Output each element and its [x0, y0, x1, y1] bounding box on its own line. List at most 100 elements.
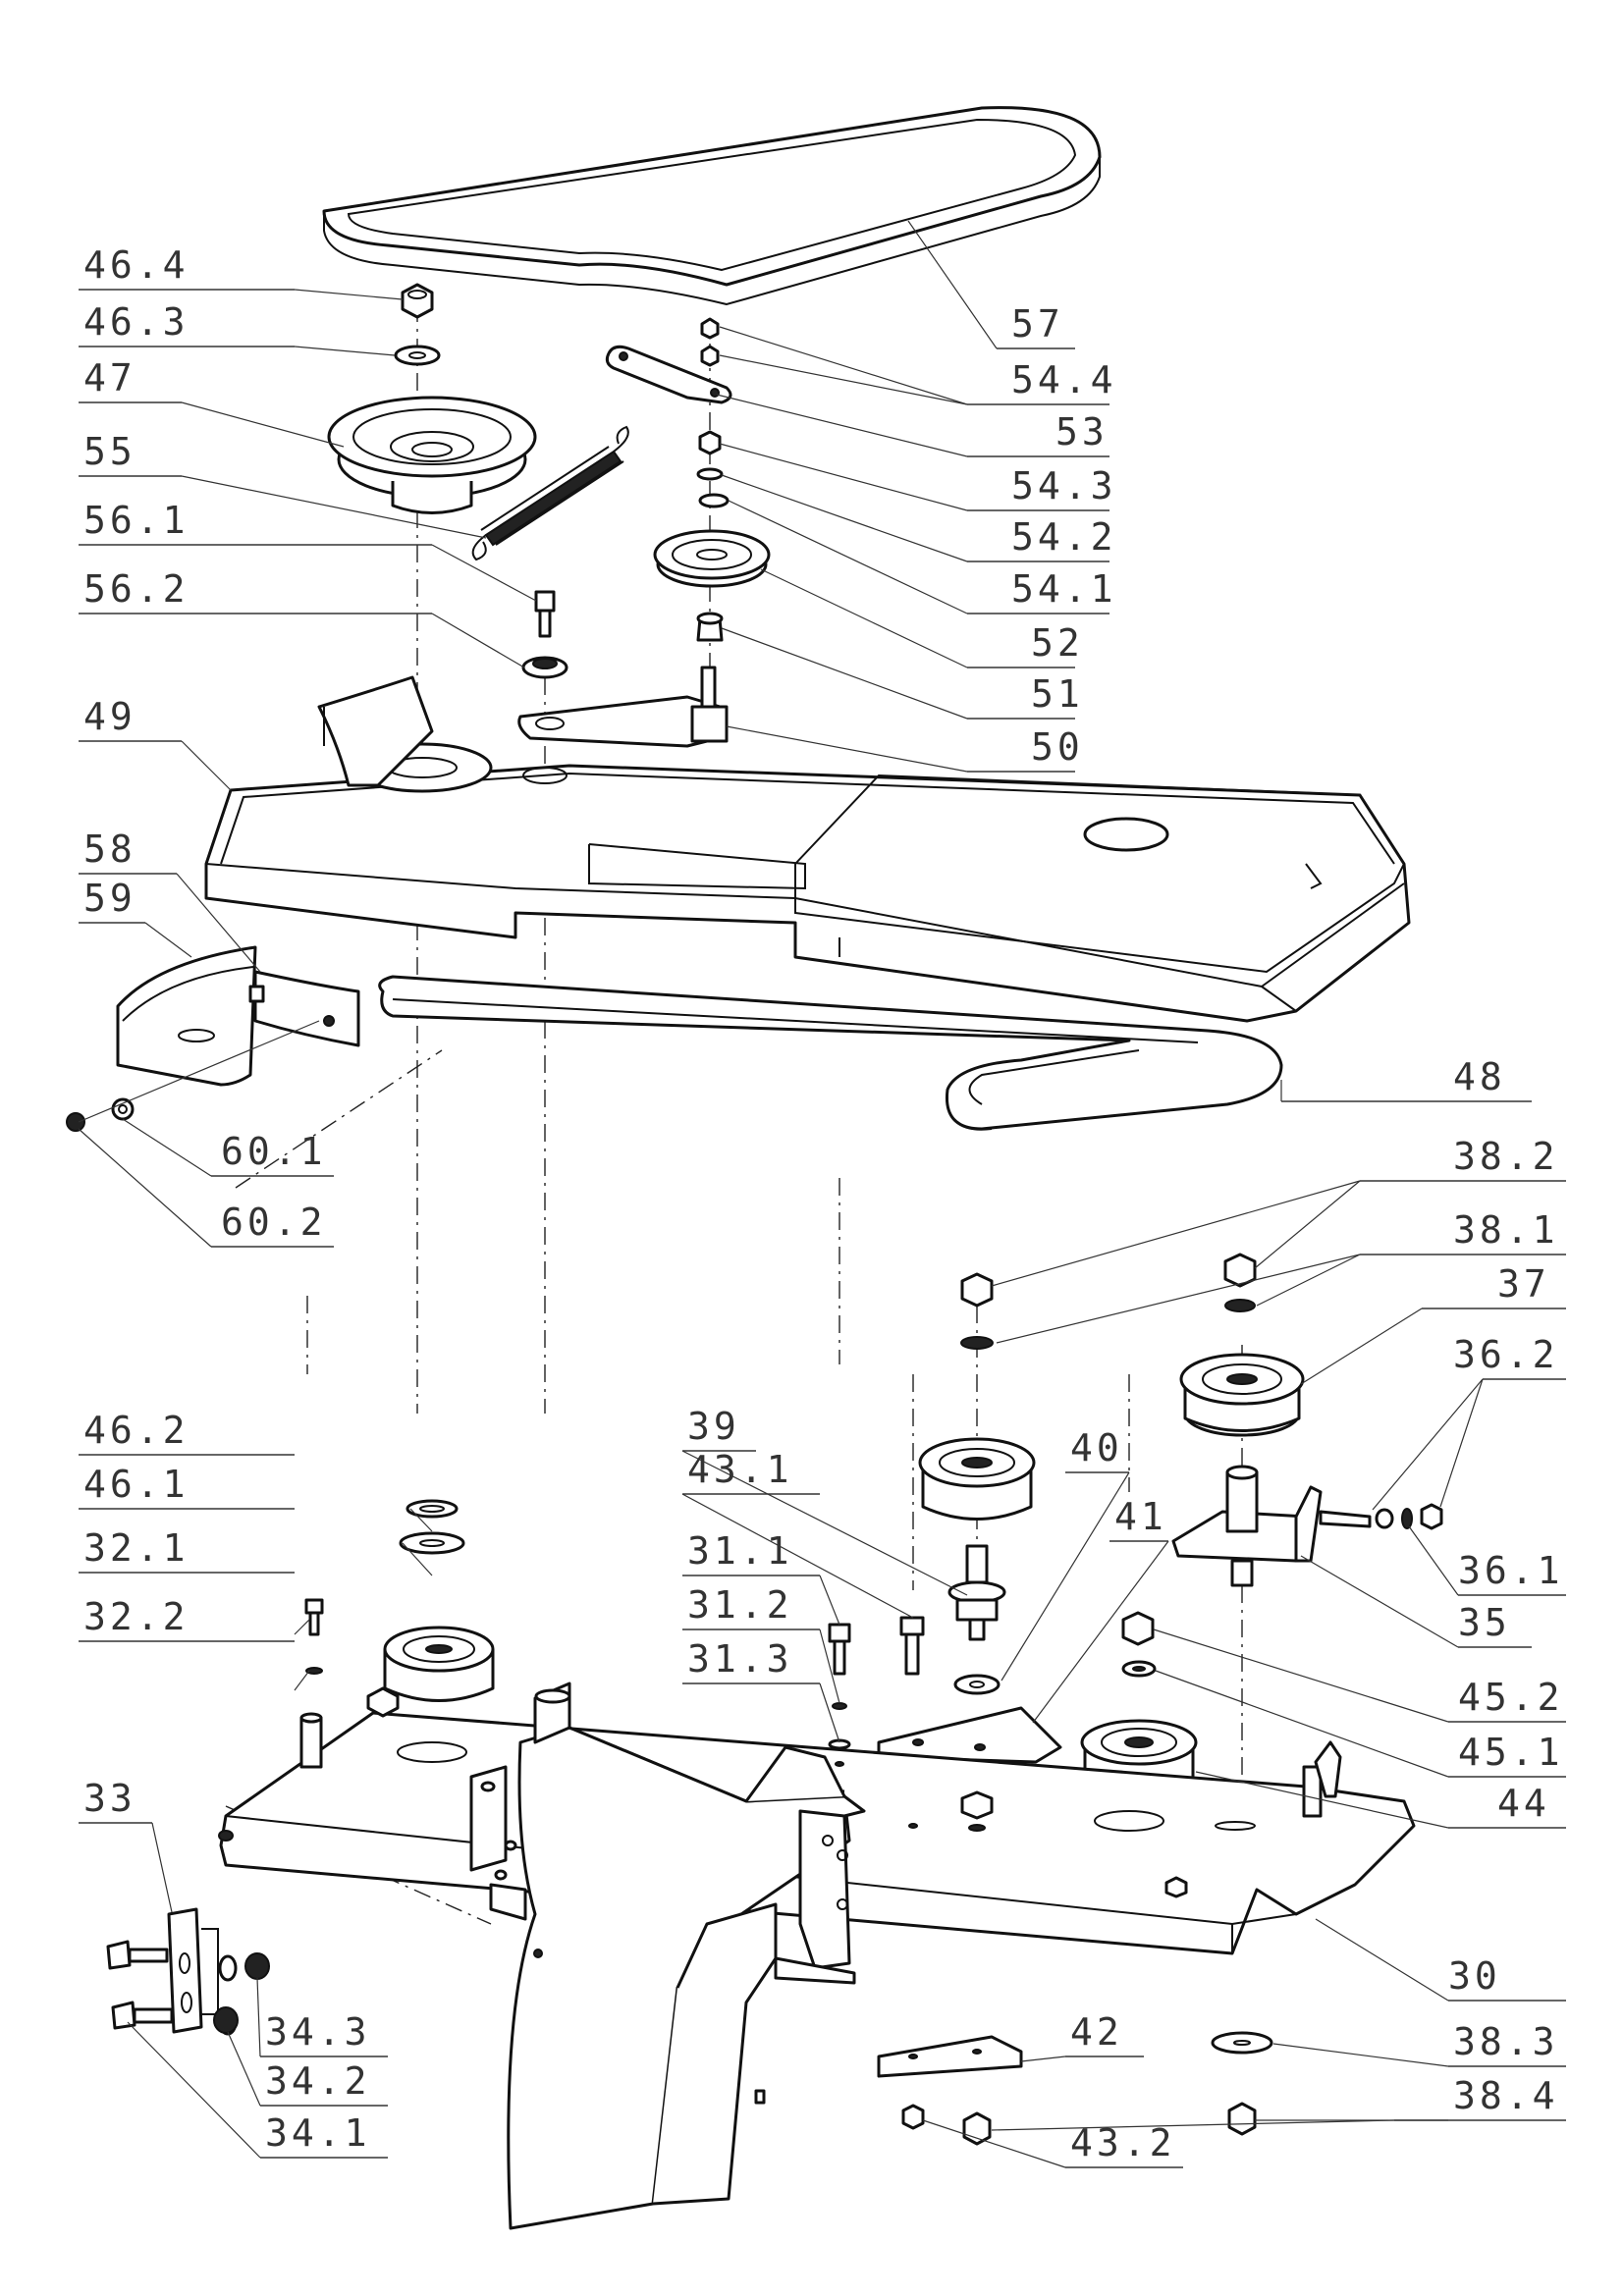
label-32-1: 32.1 [79, 1526, 295, 1574]
label-43-1: 43.1 [682, 1448, 820, 1495]
part-32-1-bolt [304, 1598, 324, 1636]
part-56-1-bolt [534, 590, 556, 638]
part-middle-pulley [918, 1437, 1036, 1521]
label-55-text: 55 [83, 430, 136, 473]
label-54-1: 54.1 [967, 567, 1113, 614]
label-36-1-text: 36.1 [1458, 1549, 1564, 1592]
label-48: 48 [1281, 1055, 1532, 1102]
label-46-2: 46.2 [79, 1409, 295, 1456]
label-54-4-text: 54.4 [1011, 358, 1117, 401]
part-35-bracket [1171, 1465, 1372, 1587]
label-56-2: 56.2 [79, 567, 432, 614]
label-46-3-text: 46.3 [83, 300, 189, 344]
label-32-1-text: 32.1 [83, 1526, 189, 1570]
label-52: 52 [967, 621, 1084, 668]
part-40-washer [953, 1674, 1001, 1695]
part-47-pulley [327, 396, 537, 514]
label-38-1-text: 38.1 [1453, 1208, 1559, 1252]
label-38-4: 38.4 [1394, 2074, 1566, 2121]
label-37-text: 37 [1497, 1262, 1550, 1306]
part-33-bracket [167, 1907, 219, 2034]
label-50-text: 50 [1031, 725, 1084, 769]
label-55: 55 [79, 430, 182, 477]
label-51: 51 [967, 672, 1084, 720]
part-55-spring [471, 425, 629, 561]
label-32-2-text: 32.2 [83, 1595, 189, 1638]
label-50: 50 [967, 725, 1084, 773]
label-52-text: 52 [1031, 621, 1084, 665]
label-59-text: 59 [83, 877, 136, 920]
label-58-text: 58 [83, 828, 136, 871]
label-34-3: 34.3 [260, 2010, 388, 2057]
part-54-1-washer [698, 493, 730, 508]
label-31-3-text: 31.3 [687, 1637, 793, 1681]
label-37: 37 [1422, 1262, 1566, 1309]
label-40: 40 [1065, 1426, 1129, 1473]
label-30: 30 [1448, 1954, 1566, 2002]
part-42-plate [877, 2035, 1023, 2078]
part-39-shaft [947, 1544, 1006, 1641]
part-46-4-nut [401, 283, 434, 319]
label-54-3-text: 54.3 [1011, 464, 1117, 507]
label-45-1-text: 45.1 [1458, 1731, 1564, 1774]
label-38-1: 38.1 [1360, 1208, 1566, 1255]
part-36-2-nut [1420, 1503, 1443, 1530]
part-60-2-nut [66, 1112, 85, 1132]
part-49-cover [204, 675, 1411, 1023]
label-39: 39 [682, 1405, 756, 1452]
label-51-text: 51 [1031, 672, 1084, 716]
label-31-2-text: 31.2 [687, 1583, 793, 1627]
part-38-1-washer-right [1224, 1299, 1256, 1312]
label-44: 44 [1448, 1782, 1566, 1829]
label-45-1: 45.1 [1448, 1731, 1566, 1778]
label-47: 47 [79, 356, 182, 403]
label-31-2: 31.2 [682, 1583, 820, 1630]
part-48-belt [378, 975, 1283, 1131]
label-38-3-text: 38.3 [1453, 2020, 1559, 2063]
part-34-1-bolt-lower [111, 2001, 174, 2030]
part-38-1-washer-middle [960, 1336, 994, 1350]
part-36-1-washer [1375, 1508, 1413, 1529]
label-42-text: 42 [1070, 2010, 1123, 2054]
callout-labels: 46.4 46.3 47 55 56.1 56.2 49 58 59 60.1 … [79, 243, 1566, 2168]
label-59: 59 [79, 877, 145, 924]
label-60-1: 60.1 [211, 1130, 334, 1177]
label-45-2: 45.2 [1448, 1676, 1566, 1723]
part-45-1-washer [1121, 1660, 1157, 1678]
part-37-pulley [1179, 1353, 1305, 1437]
label-39-text: 39 [687, 1405, 740, 1448]
label-42: 42 [1065, 2010, 1144, 2057]
part-38-4-nut-right [1227, 2102, 1257, 2136]
label-38-4-text: 38.4 [1453, 2074, 1559, 2117]
label-38-3: 38.3 [1448, 2020, 1566, 2067]
label-54-2: 54.2 [967, 515, 1113, 562]
label-32-2: 32.2 [79, 1595, 295, 1642]
label-35-text: 35 [1458, 1601, 1511, 1644]
label-45-2-text: 45.2 [1458, 1676, 1564, 1719]
label-46-3: 46.3 [79, 300, 295, 347]
label-58: 58 [79, 828, 177, 875]
label-49: 49 [79, 695, 182, 742]
label-56-2-text: 56.2 [83, 567, 189, 611]
part-34-1-bolt-upper [106, 1940, 169, 1970]
label-40-text: 40 [1070, 1426, 1123, 1469]
label-31-1: 31.1 [682, 1529, 820, 1576]
label-60-2: 60.2 [211, 1201, 334, 1248]
part-54-4-nut-upper [700, 317, 720, 340]
part-57-belt [322, 106, 1102, 306]
part-46-2-washer [406, 1499, 459, 1519]
label-31-3: 31.3 [682, 1637, 820, 1684]
part-60-1-washer [111, 1097, 135, 1121]
label-44-text: 44 [1497, 1782, 1550, 1825]
label-36-1: 36.1 [1458, 1549, 1566, 1596]
label-56-1: 56.1 [79, 499, 432, 546]
label-34-2: 34.2 [260, 2059, 388, 2107]
label-54-4: 54.4 [967, 358, 1117, 405]
label-33-text: 33 [83, 1777, 136, 1820]
label-36-2: 36.2 [1453, 1333, 1566, 1380]
label-46-1-text: 46.1 [83, 1463, 189, 1506]
part-38-2-nut-right [1223, 1253, 1257, 1288]
part-lower-left-pulley [383, 1626, 495, 1702]
label-41-text: 41 [1114, 1495, 1167, 1538]
